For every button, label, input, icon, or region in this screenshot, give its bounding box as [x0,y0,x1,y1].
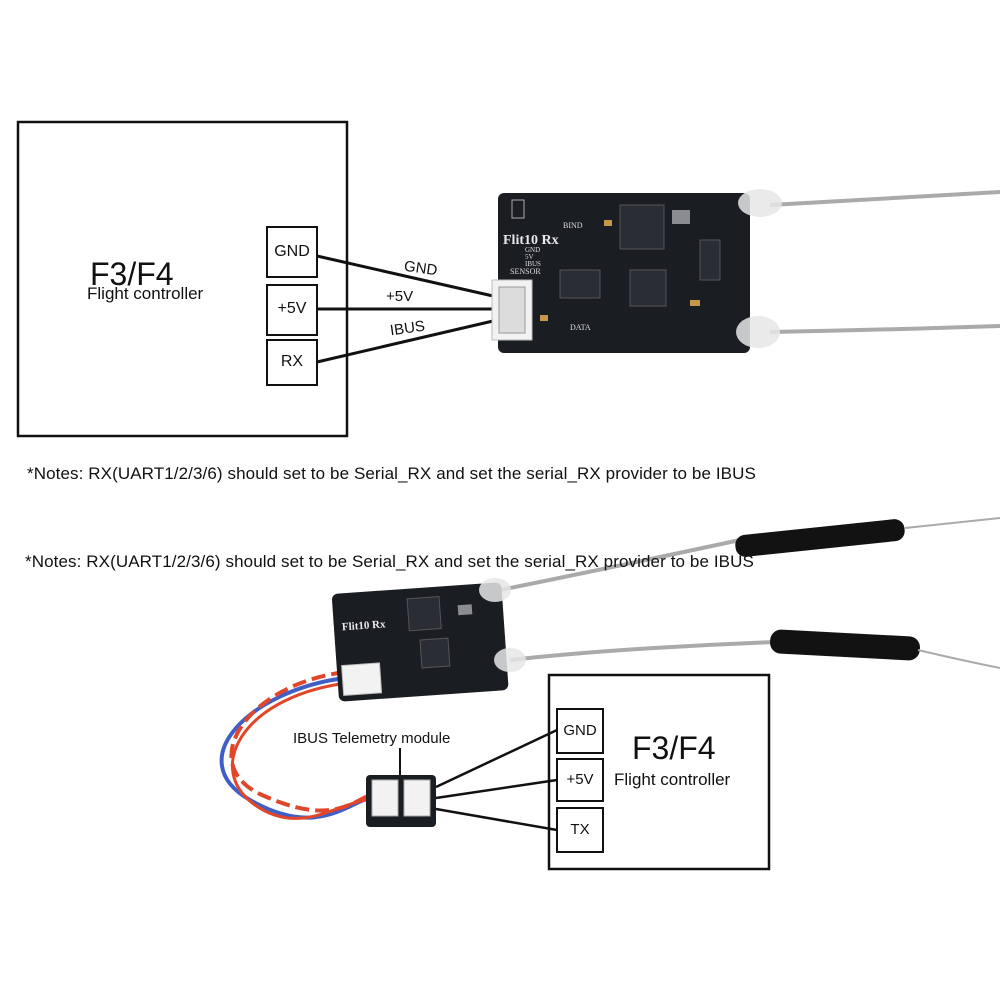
top-receiver-name: Flit10 Rx [503,233,559,248]
bottom-fc-title: F3/F4 [632,730,716,766]
top-pin-rx-box [266,339,318,386]
note-text-1: *Notes: RX(UART1/2/3/6) should set to be… [27,464,756,483]
bottom-antenna-sleeve-1 [735,519,905,557]
bottom-fc-subtitle: Flight controller [614,770,731,789]
top-wire-ibus [316,319,494,364]
bottom-antenna-sleeve-2 [770,629,920,661]
top-pin-5v-label: +5V [277,300,307,317]
bottom-receiver-name: Flit10 Rx [342,618,387,633]
top-antenna-cable-2 [769,324,1000,334]
bottom-pin-tx-box [556,807,604,853]
top-antenna-cable-1 [769,190,1000,207]
bottom-pin-gnd-label: GND [563,722,597,739]
bottom-receiver-board: Flit10 Rx [331,578,526,702]
top-fc-title: F3/F4 [90,256,174,292]
top-receiver-sensor-label: SENSOR [510,267,541,276]
top-receiver-bind-label: BIND [563,221,583,230]
bottom-pin-5v-label: +5V [566,771,594,788]
top-wire-5v-label: +5V [386,288,414,305]
top-pin-5v-box [266,284,318,336]
top-pin-gnd-box [266,226,318,278]
bottom-wire-gnd [435,728,558,789]
top-receiver-data-label: DATA [570,323,591,332]
bottom-antenna-cable-2 [509,640,776,662]
bottom-antenna-tip-2 [917,649,1000,669]
top-receiver-board: Flit10 Rx BIND GND 5V IBUS SENSOR DATA [491,189,782,353]
top-receiver-gnd-label: GND [525,246,540,254]
top-pin-rx-label: RX [280,353,304,370]
top-receiver-5v-label: 5V [525,253,534,261]
top-fc-box [16,120,349,438]
top-fc-subtitle: Flight controller [87,284,204,303]
bottom-wire-tx [435,807,558,832]
telemetry-module [366,775,436,827]
telemetry-module-label: IBUS Telemetry module [293,730,451,747]
top-wire-gnd [316,254,494,298]
bottom-antenna-tip-1 [904,517,1000,529]
note-text-2: *Notes: RX(UART1/2/3/6) should set to be… [25,552,754,571]
top-pin-gnd-label: GND [274,243,310,260]
bottom-pin-tx-label: TX [570,821,590,838]
bottom-twisted-cable [219,670,379,820]
bottom-antenna-cable-1 [489,538,741,594]
top-receiver-ibus-label: IBUS [525,260,541,268]
bottom-pin-gnd-box [556,708,604,754]
bottom-wire-5v [435,778,558,800]
